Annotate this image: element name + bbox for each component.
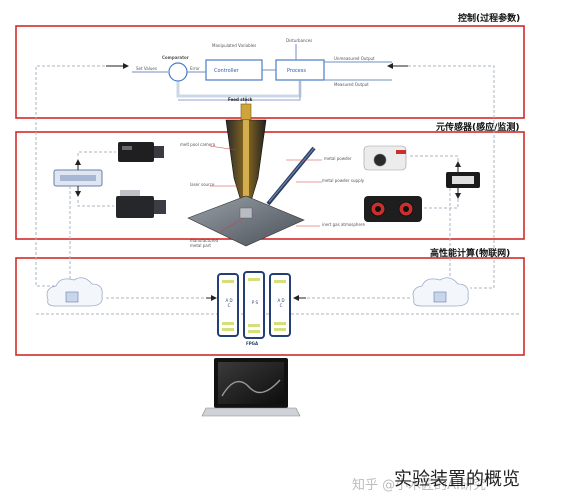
right-sensor-black-core-b: [403, 206, 409, 212]
right-sensor-black-core-a: [375, 206, 381, 212]
camera-top-left-lens: [154, 146, 164, 158]
left-network-node: [66, 292, 78, 302]
camera-bottom-left-lens: [154, 200, 166, 214]
measured-output-label: Measured Output: [334, 82, 369, 87]
manufactured-part: [240, 208, 252, 218]
camera-top-left-label: [122, 146, 132, 150]
compute-section-title: 高性能计算(物联网): [430, 246, 510, 259]
controller-label: Controller: [214, 68, 239, 74]
figure-caption: 实验装置的概览: [394, 465, 520, 491]
sensor-section-title: 元传感器(感应/监测): [436, 120, 520, 133]
fpga-center-module-label: P S: [251, 300, 259, 305]
fpga-right-module-label: A D C: [277, 298, 285, 308]
feed-stock-label: Feed stock: [228, 97, 252, 102]
laptop-screen: [218, 362, 284, 404]
left-camera-link-top: [78, 152, 116, 156]
right-io-module-face: [452, 176, 474, 184]
feed-tube: [241, 104, 251, 120]
metal-powder-label: metal powder: [324, 156, 352, 161]
fpga-module-center: [244, 272, 264, 338]
right-sensor-link-bottom: [424, 196, 458, 208]
metal-powder-supply-label: metal powder supply: [322, 178, 364, 183]
powder-supply-highlight: [269, 148, 314, 202]
camera-bottom-left: [116, 196, 154, 218]
manufactured-part-label: manufactured metal part: [190, 238, 226, 248]
melt-pool-camera-label: melt pool camera: [180, 142, 215, 147]
left-io-module-slot: [60, 175, 96, 181]
camera-bottom-left-top: [120, 190, 140, 196]
fpga-label: FPGA: [246, 341, 258, 346]
laser-source-label: laser source: [190, 182, 214, 187]
right-sensor-white-accent: [396, 150, 406, 154]
disturbances-label: Disturbances: [286, 38, 312, 43]
comparator-circle: [169, 63, 187, 81]
right-sensor-link-top: [410, 156, 458, 170]
process-label: Process: [287, 68, 306, 74]
unmeasured-output-label: Unmeasured Output: [334, 56, 375, 61]
inner-feedback-loop: [178, 80, 300, 96]
laptop-base: [202, 408, 300, 416]
nozzle-core: [243, 120, 249, 196]
set-values-label: Set Values: [136, 66, 157, 71]
comparator-label: Comparator: [162, 55, 189, 60]
error-label: Error: [190, 66, 200, 71]
left-camera-link-bottom: [78, 200, 114, 206]
camera-top-left: [118, 142, 154, 162]
right-network-node: [434, 292, 446, 302]
right-sensor-white-lens: [374, 154, 386, 166]
inert-gas-label: inert gas atmosphere: [322, 222, 365, 227]
fpga-left-module-label: A D C: [225, 298, 233, 308]
control-section-frame: [16, 26, 524, 118]
manipulated-variables-label: Manipulated Variables: [212, 43, 256, 48]
control-section-title: 控制(过程参数): [458, 11, 520, 24]
